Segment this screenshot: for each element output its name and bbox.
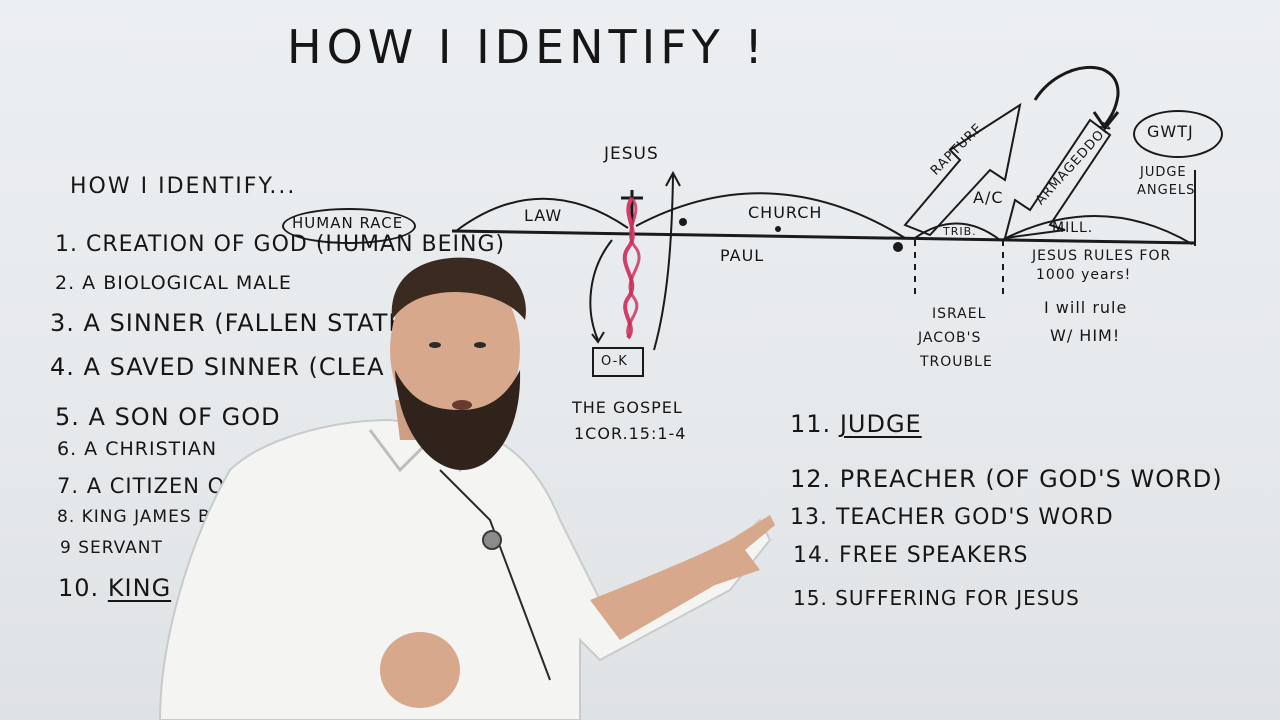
ok-box — [592, 347, 644, 377]
bolo-clasp — [482, 530, 502, 550]
label-jesus-rules: JESUS RULES FOR — [1032, 248, 1172, 264]
left-list-item-6: 6. A CHRISTIAN — [57, 438, 218, 460]
return-arrow — [1033, 65, 1120, 126]
human-race-oval — [282, 208, 416, 244]
label-trib: TRIB. — [943, 225, 977, 238]
left-list-item-4: 4. A SAVED SINNER (CLEA — [50, 353, 385, 381]
left-list-item-10-label: KING — [107, 574, 172, 602]
label-paul: PAUL — [720, 246, 765, 265]
hair — [391, 257, 526, 320]
label-1000-years: 1000 years! — [1036, 267, 1132, 283]
label-gospel-ref: 1COR.15:1-4 — [574, 424, 687, 443]
right-list-item-15: 15. SUFFERING FOR JESUS — [793, 586, 1080, 610]
pointing-hand — [590, 515, 775, 640]
timeline-line — [451, 229, 1196, 245]
label-angels: ANGELS — [1137, 183, 1196, 198]
label-church: CHURCH — [748, 203, 823, 222]
lower-hand — [380, 632, 460, 708]
left-list-item-10-number: 10. — [58, 574, 100, 602]
face — [390, 265, 520, 435]
label-judge: JUDGE — [1140, 165, 1187, 180]
left-list-item-1: 1. CREATION OF GOD (HUMAN BEING) — [55, 232, 506, 257]
label-ok: O-K — [601, 354, 628, 369]
beard — [395, 370, 521, 470]
label-with-him: W/ HIM! — [1050, 326, 1121, 345]
human-race-note: HUMAN RACE — [292, 214, 404, 232]
blood-strand — [622, 196, 635, 340]
right-list-item-11-number: 11. — [790, 410, 832, 438]
right-list-item-12: 12. PREACHER (OF GOD'S WORD) — [790, 465, 1223, 493]
eye — [474, 342, 486, 348]
armageddon-arrow — [1003, 118, 1112, 240]
mill-arc — [1001, 214, 1193, 245]
timeline-dot — [893, 242, 903, 252]
label-will-rule: I will rule — [1044, 298, 1128, 317]
label-trouble: TROUBLE — [920, 354, 993, 370]
white-shirt — [158, 418, 772, 720]
law-arc — [455, 197, 629, 232]
left-list-item-5: 5. A SON OF GOD — [55, 403, 281, 431]
label-jacobs: JACOB'S — [918, 330, 982, 346]
left-list-item-8: 8. KING JAMES BIB — [57, 507, 230, 527]
label-gwtj: GWTJ — [1147, 122, 1194, 141]
down-arrow — [589, 239, 613, 341]
rapture-arrow — [903, 102, 1022, 237]
left-list-item-9: 9 SERVANT — [60, 538, 163, 558]
label-israel: ISRAEL — [932, 306, 987, 322]
label-jesus: JESUS — [604, 144, 659, 164]
board-subtitle: HOW I IDENTIFY... — [70, 174, 297, 199]
mouth — [452, 400, 472, 410]
timeline-dot — [775, 226, 781, 232]
church-arc — [635, 192, 906, 239]
right-list-item-13: 13. TEACHER GOD'S WORD — [790, 505, 1114, 530]
label-mill: MILL. — [1052, 220, 1094, 236]
label-ac: A/C — [973, 188, 1004, 207]
label-gospel: THE GOSPEL — [572, 398, 683, 417]
right-list-item-11-label: JUDGE — [839, 410, 922, 438]
left-list-item-3: 3. A SINNER (FALLEN STATE) — [50, 309, 415, 337]
right-list-item-11: 11. JUDGE — [790, 410, 922, 438]
left-list-item-10: 10. KING — [58, 574, 171, 602]
board-title: HOW I IDENTIFY ! — [287, 20, 768, 74]
bolo-cord — [439, 469, 551, 681]
up-arrow — [653, 174, 674, 351]
label-law: LAW — [524, 206, 563, 225]
gwtj-oval — [1133, 110, 1223, 158]
eye — [429, 342, 441, 348]
left-list-item-2: 2. A BIOLOGICAL MALE — [55, 272, 292, 294]
timeline-dot — [679, 218, 687, 226]
right-list-item-14: 14. FREE SPEAKERS — [793, 543, 1029, 568]
